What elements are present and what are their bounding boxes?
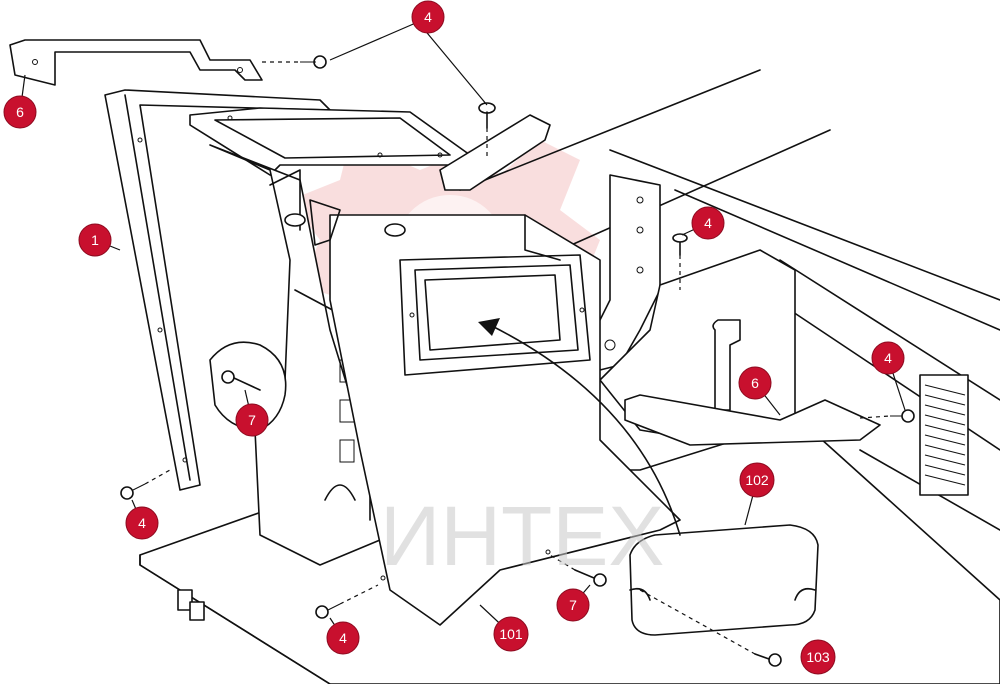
- callout-4-left-lower: 4: [125, 506, 159, 540]
- locating-pegs: [284, 213, 406, 237]
- screw-upper-middle: [478, 102, 496, 129]
- screws: [120, 55, 915, 667]
- callout-6-top-left: 6: [3, 95, 37, 129]
- callout-label: 4: [884, 350, 892, 366]
- screw-wood-bottom: [574, 569, 607, 587]
- callout-7-bottom: 7: [556, 588, 590, 622]
- front-panel: [309, 199, 681, 626]
- screw-bottom-left: [315, 603, 341, 619]
- callout-101: 101: [493, 616, 529, 652]
- callout-7-left: 7: [235, 403, 269, 437]
- lower-rail-bracket: [624, 394, 881, 446]
- callout-6-right: 6: [738, 366, 772, 400]
- callout-103: 103: [800, 639, 836, 675]
- screw-cover: [754, 653, 782, 667]
- screw-right: [890, 409, 915, 423]
- vent-grille: [919, 374, 969, 496]
- callout-label: 4: [138, 515, 146, 531]
- callout-label: 4: [704, 215, 712, 231]
- callout-label: 1: [91, 232, 99, 248]
- callout-102: 102: [739, 462, 775, 498]
- callout-label: 6: [16, 104, 24, 120]
- callout-1: 1: [78, 223, 112, 257]
- insertion-arrow: [478, 318, 681, 536]
- callout-4-bottom: 4: [326, 621, 360, 655]
- callout-label: 102: [745, 472, 769, 488]
- screw-top: [300, 55, 327, 69]
- top-tray-frame: [189, 107, 471, 176]
- callout-label: 7: [569, 597, 577, 613]
- callout-label: 4: [424, 9, 432, 25]
- callout-label: 4: [339, 630, 347, 646]
- callout-label: 101: [499, 626, 523, 642]
- screw-right-upper: [672, 233, 688, 256]
- alignment-dashes: [144, 61, 891, 655]
- callout-label: 7: [248, 412, 256, 428]
- top-rail-bracket: [9, 39, 263, 86]
- watermark-text: ИНТЕХ: [380, 489, 664, 583]
- callout-4-right: 4: [871, 341, 905, 375]
- screw-left-lower: [120, 483, 146, 500]
- callout-label: 103: [806, 649, 830, 665]
- side-rail: [104, 89, 331, 491]
- callout-4-top: 4: [411, 0, 445, 34]
- cover-plate: [629, 524, 819, 636]
- callout-4-right-upper: 4: [691, 206, 725, 240]
- callout-label: 6: [751, 375, 759, 391]
- screw-wood-left: [221, 370, 261, 391]
- upper-clip-bracket: [439, 114, 551, 191]
